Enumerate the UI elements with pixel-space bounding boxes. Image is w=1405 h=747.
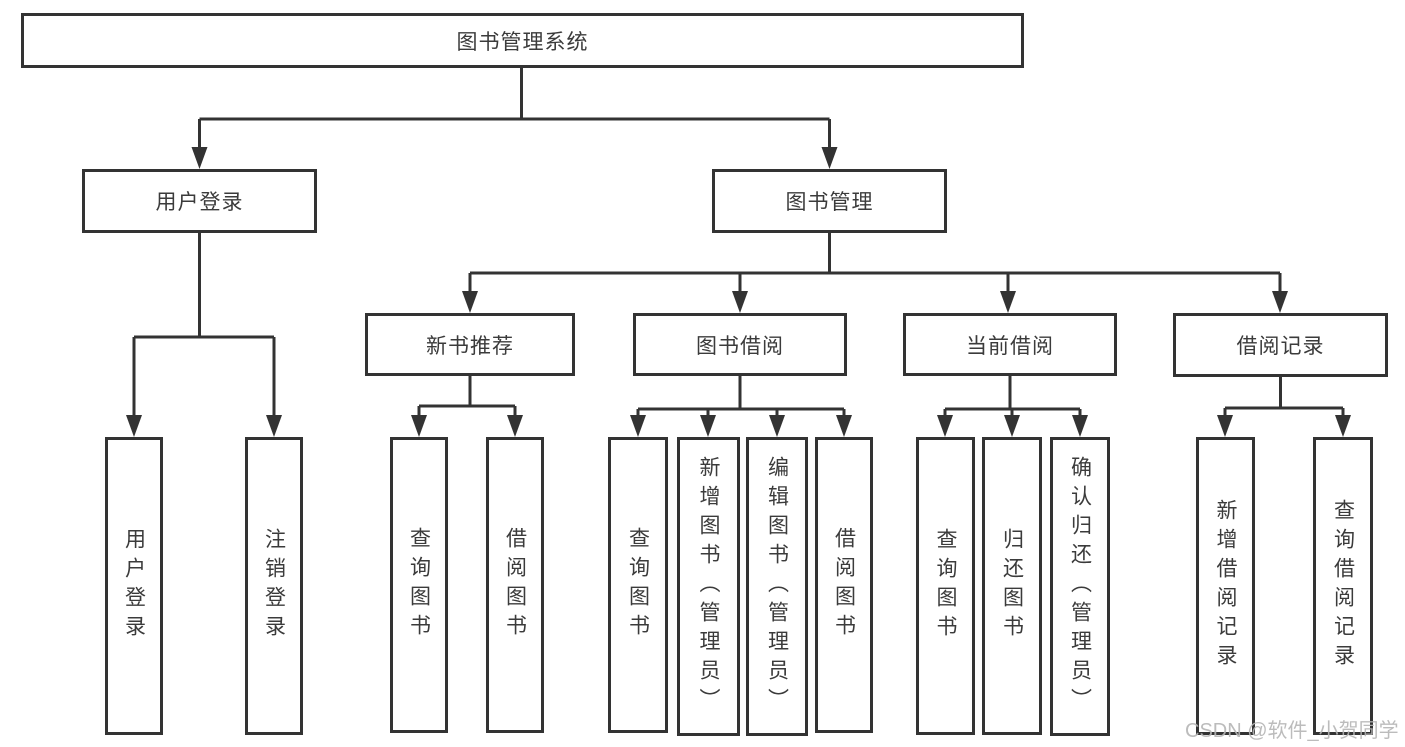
leaf-query-books-current: 查询图书 — [916, 437, 975, 735]
node-new-book-recommendation: 新书推荐 — [365, 313, 575, 376]
watermark: CSDN @软件_小贺同学 — [1185, 720, 1399, 742]
leaf-query-books-recommend: 查询图书 — [390, 437, 448, 733]
leaf-return-books: 归还图书 — [982, 437, 1042, 735]
leaf-logout: 注销登录 — [245, 437, 303, 735]
leaf-query-borrow-record: 查询借阅记录 — [1313, 437, 1373, 735]
leaf-edit-book-admin: 编辑图书（管理员） — [746, 437, 808, 736]
node-user-login-group: 用户登录 — [82, 169, 317, 233]
node-borrowing-records: 借阅记录 — [1173, 313, 1388, 377]
node-book-borrowing: 图书借阅 — [633, 313, 847, 376]
leaf-user-login: 用户登录 — [105, 437, 163, 735]
leaf-add-book-admin: 新增图书（管理员） — [677, 437, 740, 736]
leaf-add-borrow-record: 新增借阅记录 — [1196, 437, 1255, 735]
node-library-management-system: 图书管理系统 — [21, 13, 1024, 68]
leaf-query-books-borrowing: 查询图书 — [608, 437, 668, 733]
leaf-confirm-return-admin: 确认归还（管理员） — [1050, 437, 1110, 736]
leaf-borrow-books-recommend: 借阅图书 — [486, 437, 544, 733]
node-current-borrowing: 当前借阅 — [903, 313, 1117, 376]
node-book-management: 图书管理 — [712, 169, 947, 233]
leaf-borrow-books-borrowing: 借阅图书 — [815, 437, 873, 733]
